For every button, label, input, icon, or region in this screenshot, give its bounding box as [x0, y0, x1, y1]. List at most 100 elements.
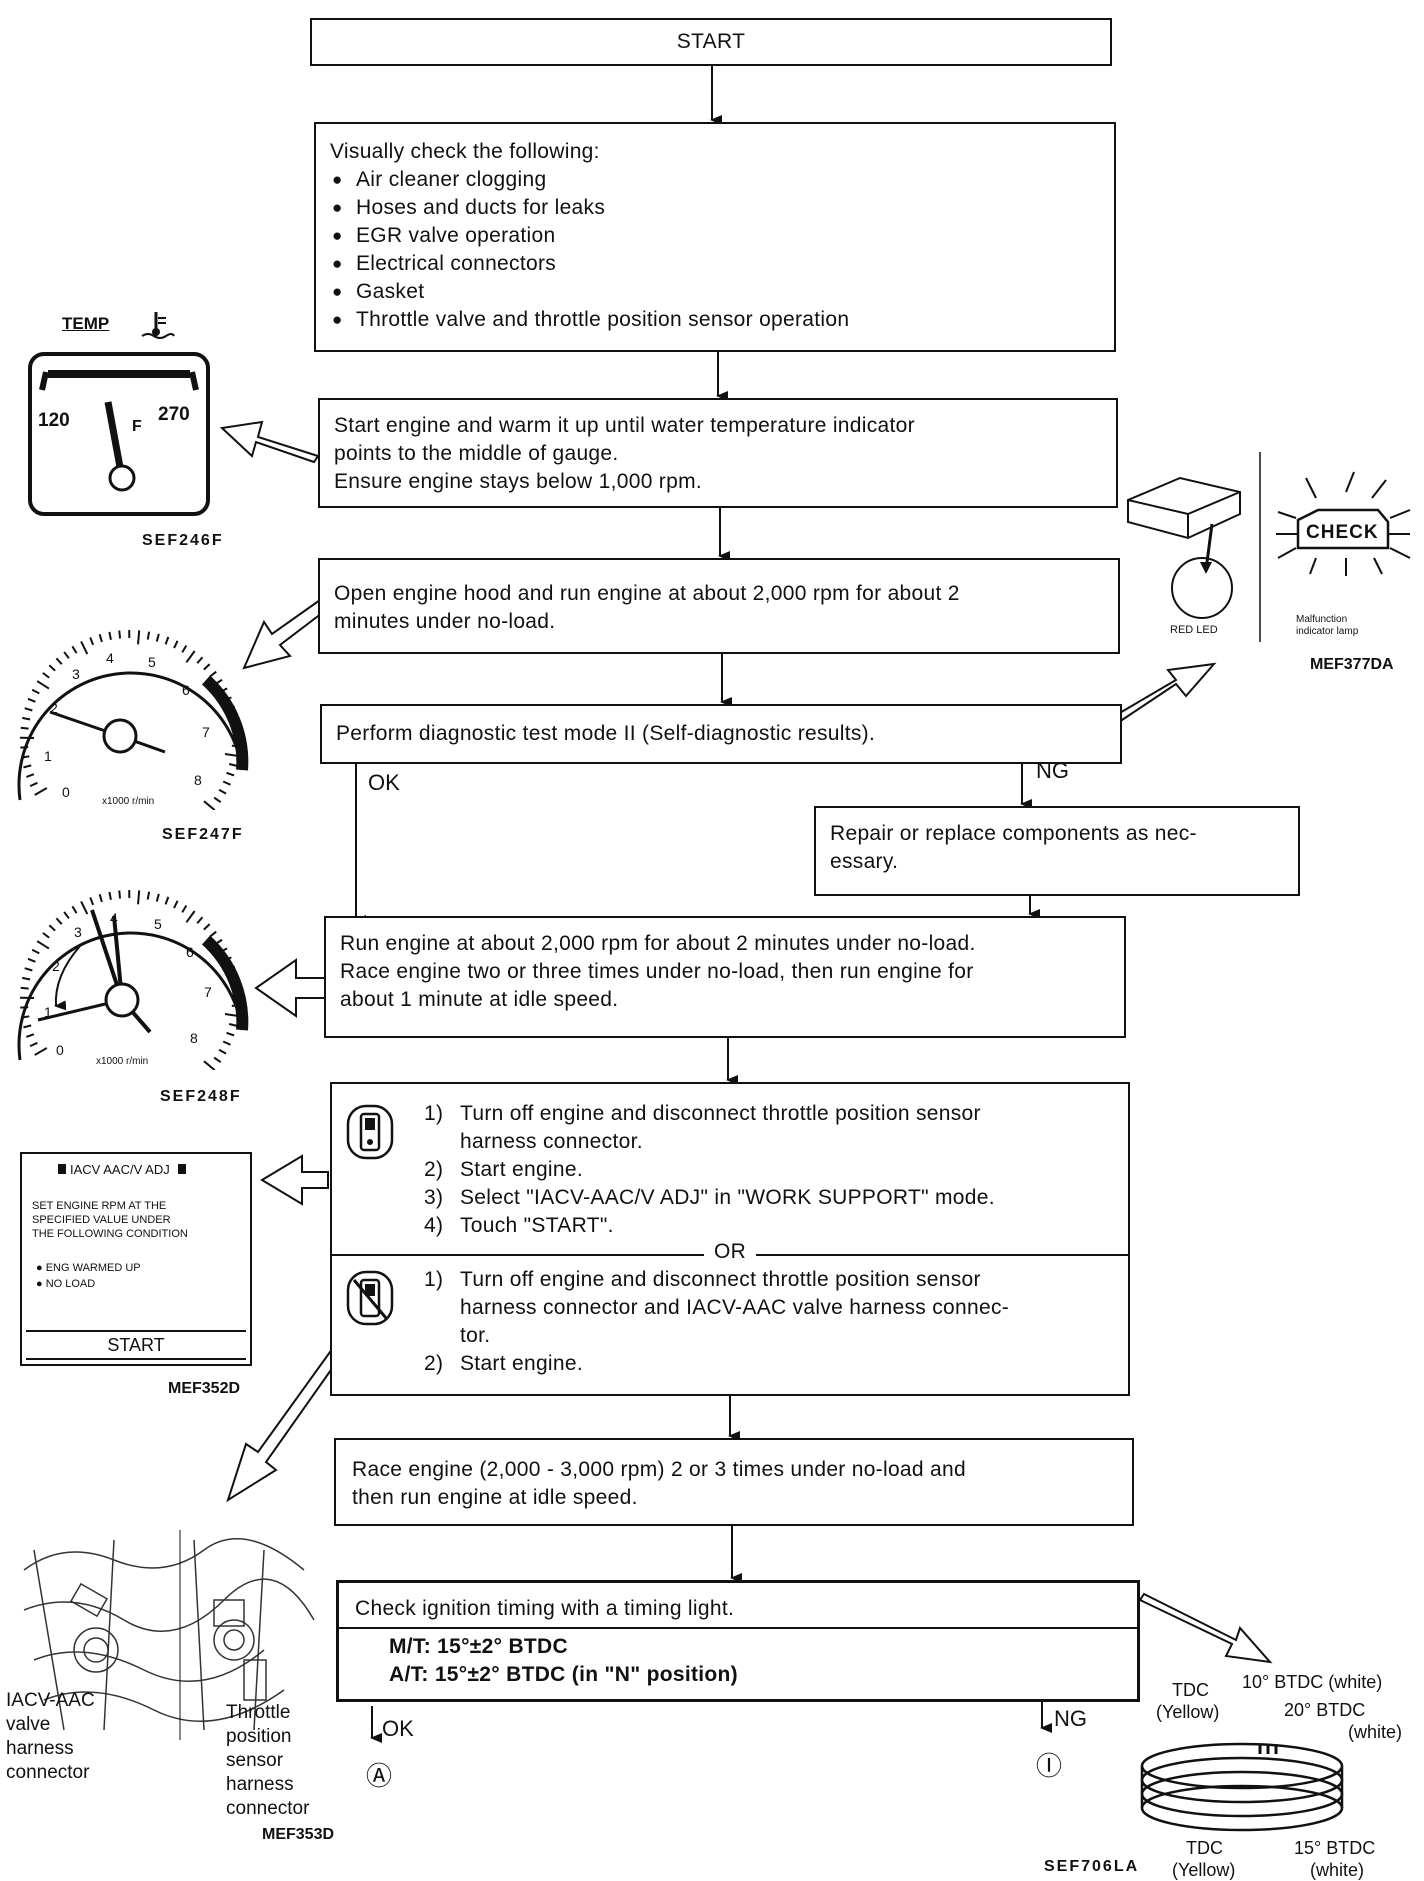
tach-tick-mark [25, 708, 33, 710]
diag-mode-box: Perform diagnostic test mode II (Self-di… [320, 704, 1122, 764]
tach-tick-mark [223, 1041, 230, 1044]
yellow-top-label: (Yellow) [1156, 1702, 1219, 1723]
tach-tick-mark [72, 646, 76, 653]
lamp-label-line: indicator lamp [1296, 626, 1358, 637]
temp-pointer-label: F [132, 418, 142, 436]
tach-tick-mark [157, 634, 159, 642]
tach-tick-mark [157, 894, 159, 902]
connectors-illustration: IACV-AAC valve harness connector Throttl… [4, 1530, 334, 1860]
tach2-tick-label: 6 [186, 944, 194, 960]
tach-tick-mark [119, 891, 120, 899]
timing-box: Check ignition timing with a timing ligh… [336, 1580, 1140, 1702]
pointer-arrow-ecm [1118, 664, 1214, 720]
tach-tick-mark [81, 641, 87, 654]
tps-label-line: Throttle [226, 1702, 290, 1724]
tdc-top-label: TDC [1172, 1680, 1209, 1701]
tps-label-line: harness [226, 1774, 294, 1796]
warm-up-line: points to the middle of gauge. [334, 440, 1102, 468]
tachometer-2-illustration: 0 1 2 3 4 5 6 7 8 x1000 r/min [10, 880, 250, 1070]
no-tools-step: harness connector and IACV-AAC valve har… [424, 1294, 1114, 1322]
list-item: EGR valve operation [330, 222, 1100, 250]
tach-tick-mark [22, 978, 30, 980]
tach-tick-mark [56, 918, 61, 924]
consult-screen-line: SET ENGINE RPM AT THE [32, 1200, 166, 1212]
consult-screen-condition: ● NO LOAD [36, 1278, 95, 1290]
tach-tick-mark [90, 897, 93, 904]
tach-tick-mark [174, 901, 177, 908]
timing-heading: Check ignition timing with a timing ligh… [355, 1595, 734, 1623]
pointer-arrow-tach1 [244, 600, 326, 668]
btdc20-label: 20° BTDC [1284, 1700, 1365, 1721]
tach-tick-mark [81, 901, 87, 914]
tach-tick-mark [23, 1025, 31, 1027]
tach-tick-mark [90, 637, 93, 644]
ecm-led-label: RED LED [1170, 624, 1218, 636]
ecm-unit-drawing [1120, 452, 1420, 652]
goto-a-marker: Ⓐ [366, 1756, 392, 1793]
tach-tick-mark [119, 631, 120, 639]
diag-mode-label: Perform diagnostic test mode II (Self-di… [336, 720, 1106, 748]
run-engine-line: Run engine at about 2,000 rpm for about … [340, 930, 1110, 958]
figure-code: SEF247F [162, 826, 244, 844]
tach-tick-mark [138, 630, 139, 644]
warm-up-box: Start engine and warm it up until water … [318, 398, 1118, 508]
tach-tick-mark [21, 988, 29, 989]
tps-label-line: position [226, 1726, 292, 1748]
tach2-tick-label: 1 [44, 1004, 52, 1020]
btdc15-label: 15° BTDC [1294, 1838, 1375, 1859]
tach-tick-mark [35, 1048, 47, 1055]
repair-line: essary. [830, 848, 1284, 876]
visual-check-list: Air cleaner clogging Hoses and ducts for… [330, 166, 1100, 334]
list-item: Air cleaner clogging [330, 166, 1100, 194]
list-item: Gasket [330, 278, 1100, 306]
consult-tool-icon [346, 1104, 394, 1160]
goto-i-marker: Ⓘ [1036, 1746, 1062, 1783]
temp-high-label: 270 [158, 404, 190, 426]
tach-tick-mark [204, 1061, 215, 1070]
tach-tick-mark [22, 718, 30, 720]
tach2-tick-label: 0 [56, 1042, 64, 1058]
check-lamp-text: CHECK [1306, 522, 1379, 544]
tach-tick-mark [43, 933, 49, 938]
tach-tick-mark [49, 665, 55, 670]
open-hood-line: minutes under no-load. [334, 608, 1104, 636]
tach2-tick-label: 8 [190, 1030, 198, 1046]
tach-tick-mark [210, 932, 216, 937]
consult-screen-start-button[interactable]: START [26, 1330, 246, 1360]
tach-tick-mark [148, 892, 149, 900]
tach-tick-mark [227, 773, 235, 776]
tach-tick-mark [28, 959, 35, 962]
tach-tick-mark [20, 1007, 28, 1008]
consult-screen-line: SPECIFIED VALUE UNDER [32, 1214, 171, 1226]
tach2-tick-label: 2 [52, 958, 60, 974]
start-label: START [677, 28, 745, 56]
timing-mt: M/T: 15°±2° BTDC [389, 1633, 568, 1661]
tach-tick-mark [25, 968, 33, 970]
tach2-tick-label: 3 [74, 924, 82, 940]
tach1-tick-label: 3 [72, 666, 80, 682]
pointer-arrow-temp [222, 422, 318, 462]
tach-tick-mark [100, 634, 102, 642]
consult-steps: 1)Turn off engine and disconnect throttl… [424, 1100, 1114, 1240]
tach-tick-mark [26, 1034, 34, 1037]
warm-up-line: Ensure engine stays below 1,000 rpm. [334, 468, 1102, 496]
tach-tick-mark [197, 917, 202, 923]
timing-marks-illustration: TDC (Yellow) 10° BTDC (white) 20° BTDC (… [1134, 1668, 1424, 1878]
temp-low-label: 120 [38, 410, 70, 432]
timing-ng-label: NG [1054, 1706, 1087, 1732]
tach-tick-mark [186, 651, 194, 662]
tach2-dial [10, 880, 250, 1070]
repair-line: Repair or replace components as nec- [830, 820, 1284, 848]
run-engine-line: Race engine two or three times under no-… [340, 958, 1110, 986]
no-tools-step: tor. [424, 1322, 1114, 1350]
tach-tick-mark [197, 657, 202, 663]
white20-label: (white) [1348, 1722, 1402, 1743]
list-item: Electrical connectors [330, 250, 1100, 278]
tach-tick-mark [204, 664, 210, 670]
tach2-unit: x1000 r/min [96, 1056, 148, 1067]
tach-tick-mark [20, 747, 28, 748]
tach1-tick-label: 2 [50, 700, 58, 716]
tach2-tick-label: 4 [110, 910, 118, 926]
tach-tick-mark [35, 788, 47, 795]
tach-tick-mark [214, 1058, 221, 1063]
